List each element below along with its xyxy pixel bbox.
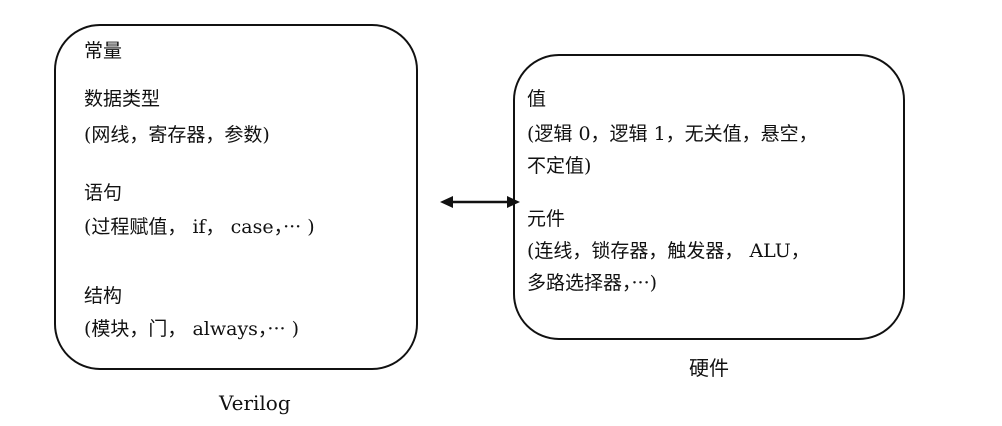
hardware-component-detail-line-1: (连线，锁存器，触发器， ALU， — [527, 240, 810, 262]
hardware-value-detail-line-2: 不定值) — [527, 155, 592, 177]
verilog-structure-title: 结构 — [84, 285, 123, 307]
verilog-datatype-detail: (网线，寄存器，参数) — [84, 124, 270, 146]
hardware-box — [513, 54, 905, 340]
verilog-constant-title: 常量 — [84, 40, 123, 62]
hardware-value-detail-line-1: (逻辑 0，逻辑 1，无关值，悬空， — [527, 123, 818, 145]
hardware-component-title: 元件 — [527, 208, 566, 230]
verilog-statement-title: 语句 — [84, 182, 123, 204]
hardware-value-title: 值 — [527, 88, 547, 110]
verilog-caption: Verilog — [219, 391, 291, 415]
verilog-structure-detail: (模块，门， always，··· ) — [84, 318, 300, 340]
double-arrow-connector — [440, 196, 520, 208]
verilog-datatype-title: 数据类型 — [84, 88, 161, 110]
verilog-box — [54, 24, 418, 370]
hardware-caption: 硬件 — [689, 356, 729, 380]
verilog-statement-detail: (过程赋值， if， case，··· ) — [84, 216, 315, 238]
hardware-component-detail-line-2: 多路选择器，···) — [527, 272, 658, 294]
